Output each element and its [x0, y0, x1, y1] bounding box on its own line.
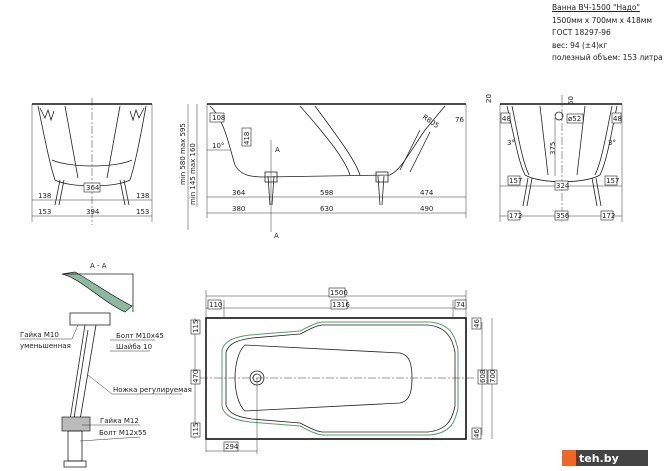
dim-470: 470: [192, 370, 200, 383]
dim-630: 630: [320, 205, 333, 213]
dim-74: 74: [456, 301, 465, 309]
end-view-right: 20 60 ø52 48 48 3° 3° 375 157 324 157 17…: [485, 94, 623, 222]
label-nut-m12: Гайка М12: [100, 417, 139, 425]
dim-leg-height: min 145 max 160: [189, 143, 197, 205]
dim-46-top: 46: [473, 319, 481, 328]
logo-text: teh.by: [579, 451, 619, 465]
dim-153-right: 153: [136, 208, 149, 216]
end-view-left: 138 364 138 153 394 153: [31, 98, 153, 225]
label-bolt-m10: Болт М10х45: [116, 332, 164, 340]
dim-drain-dia: ø52: [568, 115, 581, 123]
dim-364: 364: [86, 184, 100, 192]
dim-324: 324: [556, 182, 570, 190]
label-adjustable-leg: Ножка регулируемая: [113, 386, 192, 394]
dim-3deg-left: 3°: [507, 139, 515, 147]
side-view: 108 418 10° min 580 max 595 min 145 max …: [179, 103, 467, 240]
site-logo: teh.by: [562, 450, 648, 466]
dim-172-left: 172: [509, 212, 522, 220]
dim-1500: 1500: [330, 289, 348, 297]
label-nut-m10-reduced: уменьшенная: [20, 342, 71, 350]
dim-153-left: 153: [38, 208, 51, 216]
dim-172-right: 172: [602, 212, 615, 220]
label-bolt-m12: Болт М12х55: [99, 429, 147, 437]
dim-418: 418: [243, 132, 251, 145]
dim-115-top: 115: [192, 320, 200, 333]
dim-10deg: 10°: [212, 142, 224, 150]
spec-block: Ванна ВЧ-1500 "Надо" 1500мм x 700мм x 41…: [552, 2, 663, 65]
dim-157-left: 157: [509, 177, 522, 185]
dim-20: 20: [485, 94, 493, 103]
dim-490: 490: [420, 205, 433, 213]
dim-700: 700: [489, 370, 497, 383]
dim-608: 608: [479, 370, 487, 383]
dim-138-right: 138: [136, 192, 149, 200]
dim-598: 598: [320, 189, 333, 197]
label-washer: Шайба 10: [116, 343, 152, 351]
dim-474: 474: [420, 189, 434, 197]
dim-108: 108: [212, 114, 225, 122]
dim-1316: 1316: [332, 301, 350, 309]
dim-48-left: 48: [502, 115, 511, 123]
section-title: А - А: [90, 262, 107, 270]
dim-48-right: 48: [613, 115, 622, 123]
dim-76: 76: [455, 116, 464, 124]
dim-394: 394: [86, 208, 100, 216]
top-view: 1500 110 1316 74 115 470 115 46 608 700 …: [190, 287, 498, 454]
dim-height-total: min 580 max 595: [179, 123, 187, 185]
dim-356: 356: [556, 212, 570, 220]
logo-mark-icon: [562, 450, 576, 466]
section-a-a: А - А Гайка М10 уменьшенная Болт М10х45 …: [20, 262, 192, 468]
section-mark-bottom: A: [274, 232, 279, 240]
dim-380: 380: [232, 205, 245, 213]
dim-60: 60: [567, 96, 575, 105]
dim-3deg-right: 3°: [608, 139, 616, 147]
dim-294: 294: [225, 443, 239, 451]
dim-375: 375: [549, 142, 557, 155]
spec-size: 1500мм x 700мм x 418мм: [552, 15, 653, 25]
section-mark-top: A: [275, 146, 280, 154]
label-nut-m10: Гайка М10: [20, 331, 59, 339]
spec-volume: полезный объем: 153 литра: [552, 53, 663, 62]
dim-157-right: 157: [606, 177, 619, 185]
dim-110: 110: [209, 301, 222, 309]
dim-46-bottom: 46: [473, 429, 481, 438]
spec-weight: вес: 94 (±4)кг: [552, 40, 608, 50]
spec-standard: ГОСТ 18297-96: [552, 28, 611, 37]
dim-115-bottom: 115: [192, 423, 200, 436]
dim-364-side: 364: [232, 189, 246, 197]
dim-138-left: 138: [38, 192, 51, 200]
spec-title: Ванна ВЧ-1500 "Надо": [552, 3, 640, 12]
